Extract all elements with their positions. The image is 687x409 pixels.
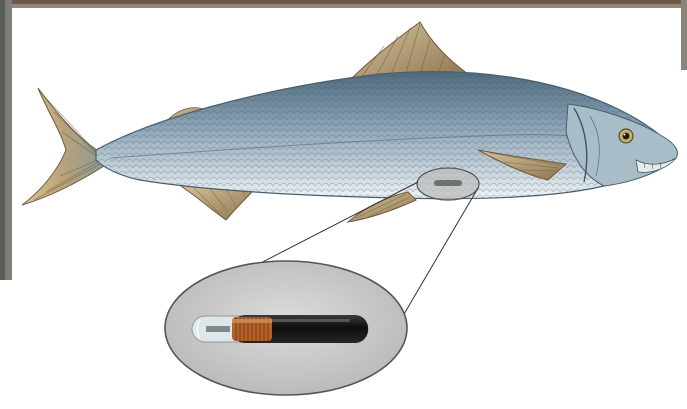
pit-tag <box>192 315 368 343</box>
tail-fin <box>22 88 104 205</box>
pit-tag-chip <box>206 326 230 332</box>
